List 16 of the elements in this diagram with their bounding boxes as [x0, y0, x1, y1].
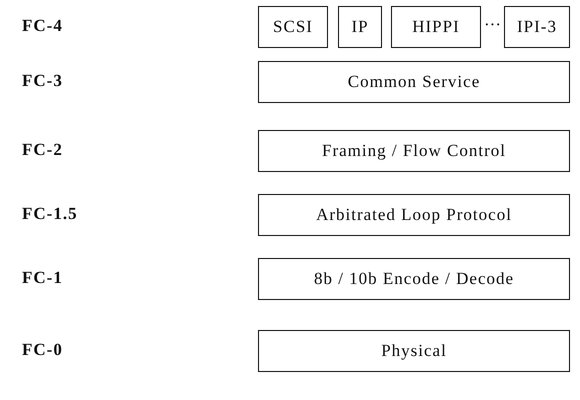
- layer-label: FC-0: [22, 340, 63, 360]
- ellipsis: ···: [484, 15, 501, 35]
- layer-label: FC-3: [22, 71, 63, 91]
- layer-label: FC-2: [22, 140, 63, 160]
- layer-box: 8b / 10b Encode / Decode: [258, 258, 570, 300]
- layer-box: Physical: [258, 330, 570, 372]
- layer-box: Arbitrated Loop Protocol: [258, 194, 570, 236]
- layer-label: FC-1: [22, 268, 63, 288]
- layer-box: HIPPI: [391, 6, 481, 48]
- layer-box: SCSI: [258, 6, 328, 48]
- layer-box: Framing / Flow Control: [258, 130, 570, 172]
- layer-label: FC-4: [22, 16, 63, 36]
- layer-box: Common Service: [258, 61, 570, 103]
- layer-box: IP: [338, 6, 382, 48]
- layer-box: IPI-3: [504, 6, 570, 48]
- layer-label: FC-1.5: [22, 204, 78, 224]
